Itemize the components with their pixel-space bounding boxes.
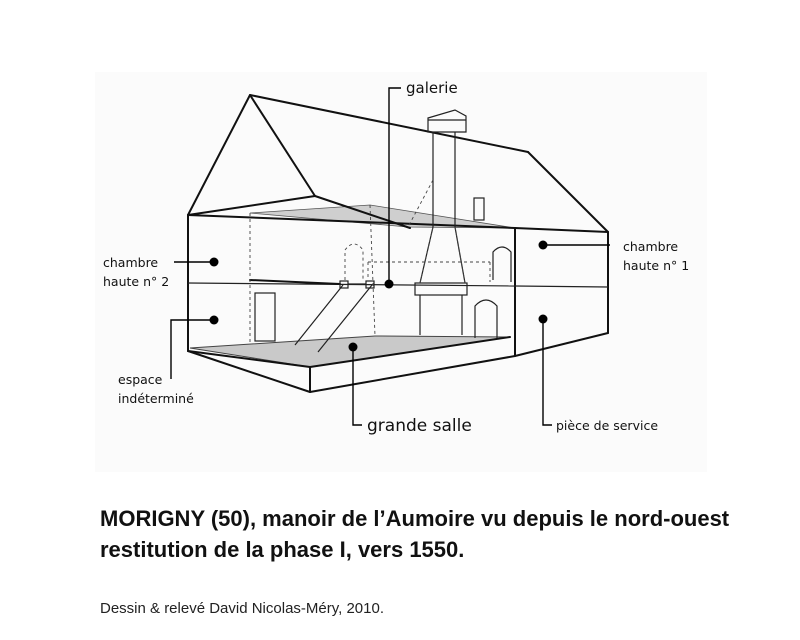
chimney <box>414 109 485 335</box>
leaders <box>170 87 610 426</box>
label-chambre-haute-2-line1: chambre <box>103 255 158 270</box>
openings <box>254 243 512 342</box>
label-espace-line2: indéterminé <box>118 391 194 406</box>
chambre-haute-2-marker <box>209 257 219 267</box>
label-chambre-haute-1: chambre <box>623 239 678 254</box>
galerie-marker <box>384 279 394 289</box>
caption-line-2: restitution de la phase I, vers 1550. <box>100 537 465 562</box>
grande-salle-marker <box>348 342 358 352</box>
label-galerie: galerie <box>406 79 458 97</box>
label-chambre-haute-1-line2: haute n° 1 <box>623 258 689 273</box>
caption-line-1: MORIGNY (50), manoir de l’Aumoire vu dep… <box>100 506 730 531</box>
label-chambre-haute-2: chambre <box>103 255 158 270</box>
label-espace-line1: espace <box>118 372 163 387</box>
credit: Dessin & relevé David Nicolas-Méry, 2010… <box>100 600 384 617</box>
label-chambre-haute-2-line2: haute n° 2 <box>103 274 169 289</box>
label-chambre-haute-2b: haute n° 2 <box>103 274 169 289</box>
label-chambre-haute-1-line1: chambre <box>623 239 678 254</box>
piece-de-service-marker <box>538 314 548 324</box>
staircase <box>294 280 375 353</box>
label-chambre-haute-1b: haute n° 1 <box>623 258 689 273</box>
diagram-background <box>95 72 707 472</box>
label-piece-de-service: pièce de service <box>556 418 658 433</box>
label-grande-salle: grande salle <box>367 416 472 436</box>
label-espace: espace <box>118 372 163 387</box>
chambre-haute-1-marker <box>538 240 548 250</box>
label-espace-b: indéterminé <box>118 391 194 406</box>
espace-indetermine-marker <box>209 315 219 325</box>
